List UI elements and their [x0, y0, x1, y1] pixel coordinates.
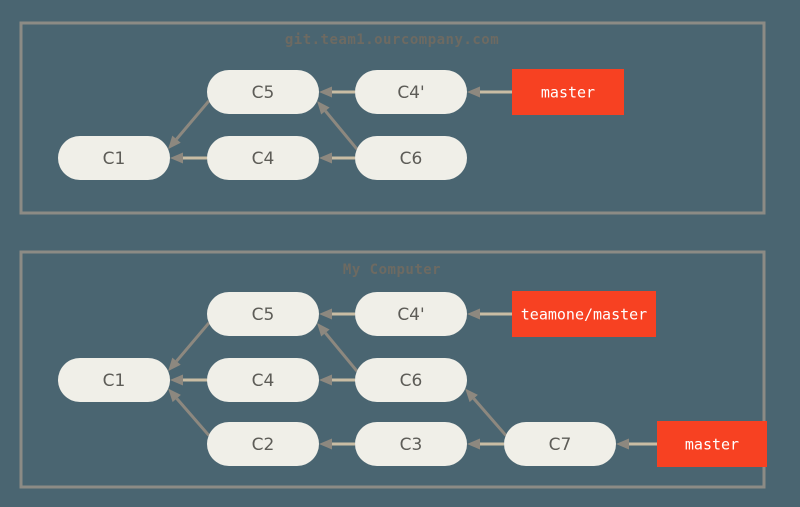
commit-label: C6 [400, 149, 423, 169]
edge-c4-to-c1 [170, 374, 207, 386]
commit-shape [355, 358, 467, 402]
commit-shape [355, 70, 467, 114]
branch-box [512, 69, 624, 115]
branch-label-master[interactable]: master [512, 69, 624, 115]
commit-label: C2 [252, 435, 275, 455]
edge-c7-to-c3 [467, 438, 504, 450]
commit-label: C4' [397, 305, 424, 325]
branch-name: master [541, 84, 595, 102]
commit-node-c4p[interactable]: C4' [355, 70, 467, 114]
edge-c5-to-c1 [168, 99, 211, 150]
edge-c4p-to-c5 [319, 86, 355, 98]
edge-c3-to-c2 [319, 438, 355, 450]
branch-name: master [685, 436, 739, 454]
commit-node-c2[interactable]: C2 [207, 422, 319, 466]
commit-label: C6 [400, 371, 423, 391]
commit-label: C1 [103, 149, 126, 169]
branch-box [657, 421, 767, 467]
commit-node-c4[interactable]: C4 [207, 136, 319, 180]
edge-c7-to-c6 [465, 388, 507, 437]
commit-shape [207, 292, 319, 336]
edge-teamone-master-to-c4p [467, 308, 512, 320]
commit-shape [355, 422, 467, 466]
panel-border [19, 21, 766, 215]
panel-title: git.team1.ourcompany.com [285, 32, 499, 48]
edge-c4-to-c1 [170, 152, 207, 164]
edge-c5-to-c1 [168, 321, 211, 372]
edges [168, 86, 512, 164]
commit-label: C5 [252, 83, 275, 103]
commit-label: C4 [252, 149, 275, 169]
commit-label: C7 [549, 435, 572, 455]
branch-box [512, 291, 656, 337]
commit-node-c1[interactable]: C1 [58, 358, 170, 402]
commit-node-c5[interactable]: C5 [207, 70, 319, 114]
commit-shape [355, 136, 467, 180]
commit-node-c3[interactable]: C3 [355, 422, 467, 466]
commit-node-c6[interactable]: C6 [355, 136, 467, 180]
branch-label-master[interactable]: master [657, 421, 767, 467]
commit-node-c1[interactable]: C1 [58, 136, 170, 180]
commit-shape [355, 292, 467, 336]
commit-label: C5 [252, 305, 275, 325]
edge-master-to-c7 [616, 438, 657, 450]
commit-shape [504, 422, 616, 466]
edge-c6-to-c5 [317, 322, 359, 372]
commit-label: C4' [397, 83, 424, 103]
commit-shape [207, 136, 319, 180]
commit-label: C1 [103, 371, 126, 391]
commit-node-c6[interactable]: C6 [355, 358, 467, 402]
commit-shape [207, 70, 319, 114]
commit-label: C3 [400, 435, 423, 455]
edge-master-to-c4p [467, 86, 512, 98]
commit-node-c7[interactable]: C7 [504, 422, 616, 466]
commit-shape [58, 358, 170, 402]
commit-shape [207, 422, 319, 466]
commit-label: C4 [252, 371, 275, 391]
branch-label-teamone-master[interactable]: teamone/master [512, 291, 656, 337]
edges [168, 308, 657, 450]
panel-border [19, 250, 766, 489]
commit-shape [58, 136, 170, 180]
panel-title: My Computer [343, 262, 441, 278]
commit-shape [207, 358, 319, 402]
edge-c6-to-c5 [317, 100, 359, 150]
commit-node-c5[interactable]: C5 [207, 292, 319, 336]
commit-node-c4[interactable]: C4 [207, 358, 319, 402]
commit-node-c4p[interactable]: C4' [355, 292, 467, 336]
branch-name: teamone/master [521, 306, 647, 324]
edge-c2-to-c1 [168, 388, 210, 437]
edge-c6-to-c4 [319, 374, 355, 386]
edge-c4p-to-c5 [319, 308, 355, 320]
edge-c6-to-c4 [319, 152, 355, 164]
